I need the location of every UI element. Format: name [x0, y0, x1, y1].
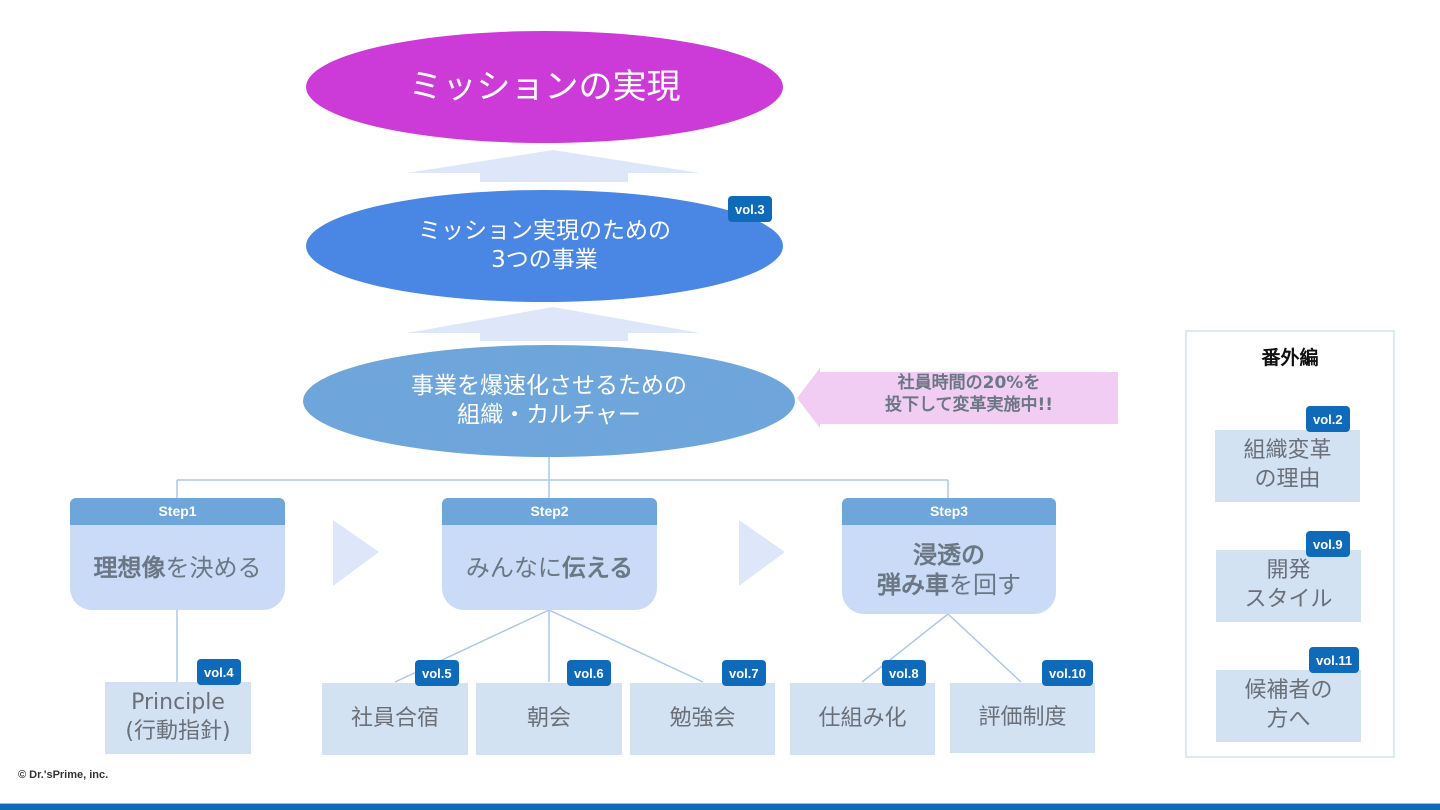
vol-badge-10[interactable]: vol.10 [1042, 660, 1093, 686]
vol-badge-7[interactable]: vol.7 [722, 660, 766, 686]
bottom-bar [0, 803, 1440, 810]
extra-item-candidates[interactable]: 候補者の 方へ [1216, 670, 1361, 742]
pink-note-line1: 社員時間の20%を [897, 373, 1041, 393]
step2-bold: 伝える [561, 553, 634, 582]
leaf-evaluation-label: 評価制度 [978, 704, 1067, 730]
step2-card: Step2 みんなに伝える [442, 498, 657, 610]
business-line2: 3つの事業 [491, 247, 598, 273]
business-ellipse: ミッション実現のための 3つの事業 [306, 190, 783, 302]
leaf-systemization-label: 仕組み化 [818, 705, 907, 731]
step3-body: 浸透の 弾み車を回す [842, 525, 1056, 614]
leaf-principle[interactable]: Principle (行動指針) [105, 682, 251, 754]
mission-ellipse: ミッションの実現 [306, 31, 783, 143]
pink-note-line2: 投下して変革実施中!! [885, 395, 1053, 416]
step2-plain: みんなに [465, 553, 562, 582]
vol-badge-4[interactable]: vol.4 [197, 659, 241, 685]
culture-line2: 組織・カルチャー [457, 402, 641, 428]
step1-header: Step1 [70, 498, 285, 525]
leaf-retreat[interactable]: 社員合宿 [322, 683, 468, 755]
leaf-morning-meeting[interactable]: 朝会 [476, 683, 622, 755]
copyright: © Dr.'sPrime, inc. [18, 769, 109, 781]
leaf-principle-line2: (行動指針) [125, 719, 231, 744]
vol-badge-9[interactable]: vol.9 [1306, 531, 1350, 557]
step1-bold: 理想像 [93, 553, 166, 582]
culture-ellipse: 事業を爆速化させるための 組織・カルチャー [303, 345, 795, 457]
leaf-systemization[interactable]: 仕組み化 [790, 683, 935, 755]
extra-item-dev-style-line2: スタイル [1244, 587, 1333, 612]
step1-rest: を決める [165, 553, 262, 582]
vol-badge-8[interactable]: vol.8 [882, 660, 926, 686]
leaf-study-session-label: 勉強会 [669, 705, 736, 731]
extra-item-candidates-line2: 方へ [1266, 707, 1311, 732]
step2-header: Step2 [442, 498, 657, 525]
vol-badge-6[interactable]: vol.6 [567, 660, 611, 686]
vol-badge-2[interactable]: vol.2 [1306, 406, 1350, 432]
step3-card: Step3 浸透の 弾み車を回す [842, 498, 1056, 614]
extra-item-reason-line1: 組織変革 [1243, 438, 1332, 464]
extra-item-reason[interactable]: 組織変革 の理由 [1215, 430, 1360, 502]
step3-line2-rest: を回す [949, 570, 1021, 599]
pink-note: 社員時間の20%を 投下して変革実施中!! [820, 372, 1118, 416]
step3-header: Step3 [842, 498, 1056, 525]
step-arrow-2 [739, 520, 785, 586]
connector-line [947, 613, 1022, 683]
extra-item-candidates-line1: 候補者の [1244, 678, 1333, 704]
step1-body: 理想像を決める [70, 525, 285, 610]
step1-card: Step1 理想像を決める [70, 498, 285, 610]
up-arrow-1 [407, 150, 700, 182]
leaf-retreat-label: 社員合宿 [350, 705, 439, 731]
vol-badge-3[interactable]: vol.3 [728, 196, 772, 222]
up-arrow-2 [407, 307, 700, 341]
step-arrow-1 [333, 520, 379, 586]
step3-line2-bold: 弾み車 [877, 570, 949, 599]
vol-badge-11[interactable]: vol.11 [1309, 647, 1360, 673]
business-line1: ミッション実現のための [418, 218, 671, 245]
leaf-evaluation[interactable]: 評価制度 [950, 683, 1095, 753]
extra-item-dev-style-line1: 開発 [1266, 558, 1311, 584]
culture-line1: 事業を爆速化させるための [411, 373, 687, 400]
step3-line1: 浸透の [913, 540, 985, 569]
extra-item-dev-style[interactable]: 開発 スタイル [1216, 550, 1361, 622]
leaf-morning-meeting-label: 朝会 [526, 705, 571, 731]
extra-item-reason-line2: の理由 [1254, 467, 1321, 492]
step2-body: みんなに伝える [442, 525, 657, 610]
extra-title: 番外編 [1261, 347, 1319, 369]
mission-label: ミッションの実現 [408, 66, 681, 107]
leaf-principle-line1: Principle [131, 690, 225, 716]
leaf-study-session[interactable]: 勉強会 [630, 683, 775, 755]
vol-badge-5[interactable]: vol.5 [415, 660, 459, 686]
